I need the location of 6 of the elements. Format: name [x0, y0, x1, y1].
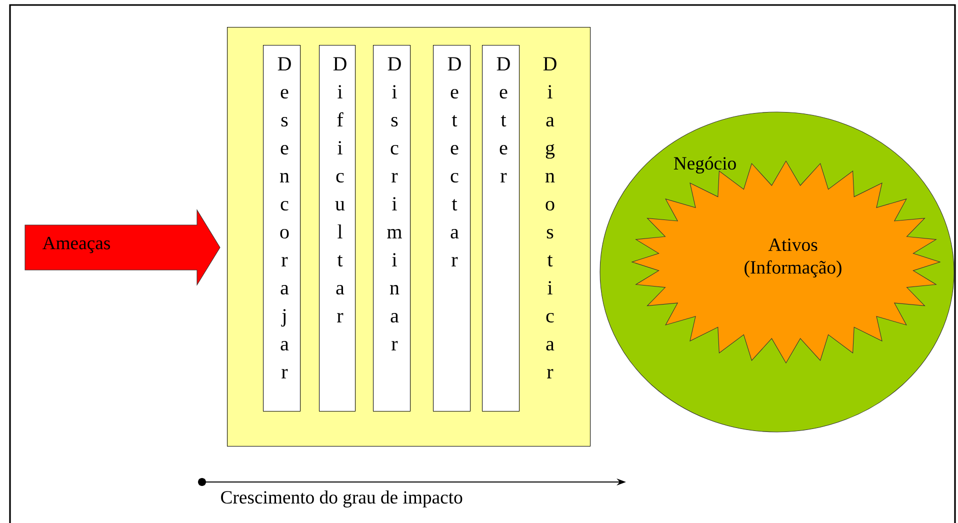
word-strip: Desencorajar [263, 45, 301, 412]
word-strip: Deter [482, 45, 520, 412]
axis-label: Crescimento do grau de impacto [221, 490, 462, 508]
word-strip: Detectar [433, 45, 471, 412]
word-strip: Discriminar [373, 45, 411, 412]
word-strip: Dificultar [319, 45, 356, 412]
